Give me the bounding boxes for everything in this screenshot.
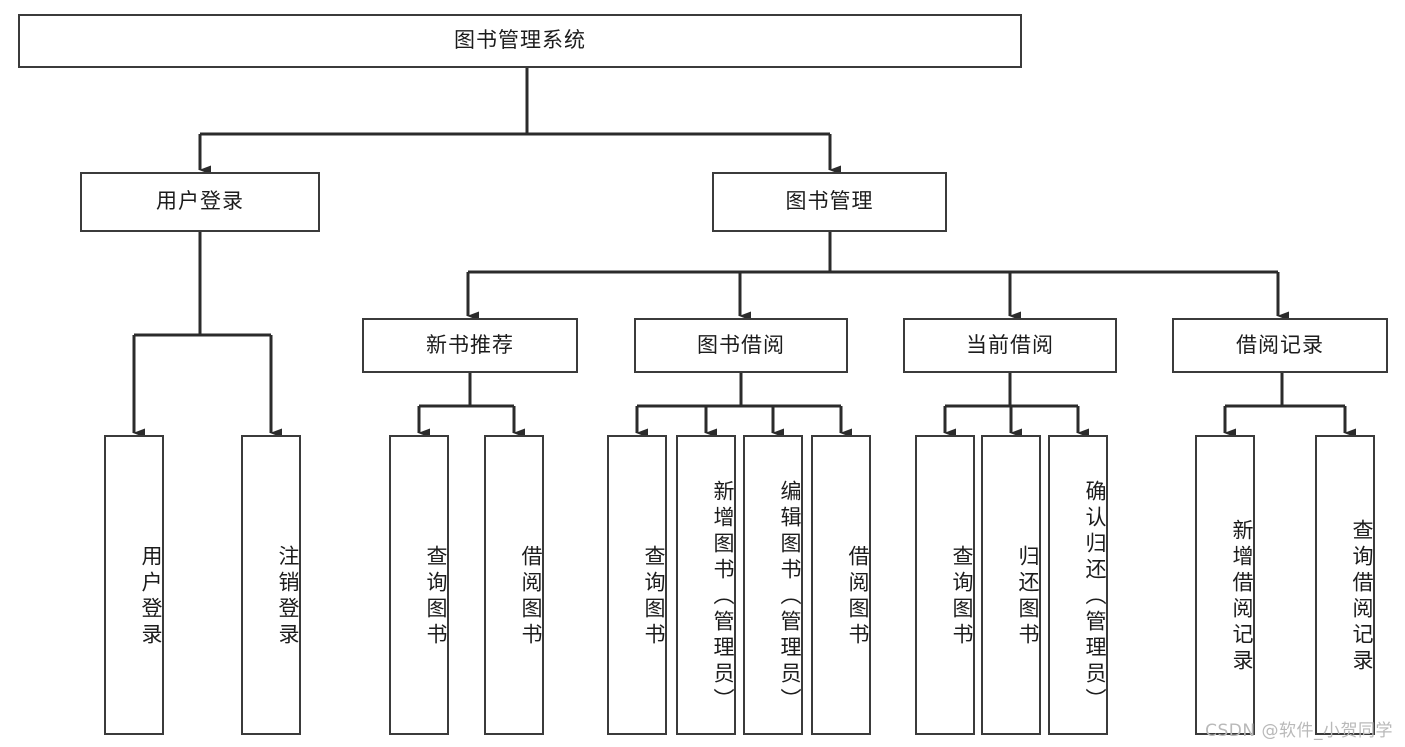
node-leaf-query-book-1[interactable]: 查询图书	[389, 435, 449, 735]
node-label: 注销登录	[276, 545, 300, 649]
node-leaf-user-login[interactable]: 用户登录	[104, 435, 164, 735]
node-label: 图书管理	[785, 189, 874, 214]
node-user-login[interactable]: 用户登录	[80, 172, 320, 232]
node-leaf-confirm-return[interactable]: 确认归还（管理员）	[1048, 435, 1108, 735]
node-label: 图书借阅	[697, 332, 785, 357]
node-book-manage[interactable]: 图书管理	[712, 172, 947, 232]
node-label: 图书管理系统	[454, 28, 586, 53]
node-leaf-add-book[interactable]: 新增图书（管理员）	[676, 435, 736, 735]
node-leaf-return-book[interactable]: 归还图书	[981, 435, 1041, 735]
node-label: 新增图书（管理员）	[711, 480, 735, 714]
node-leaf-query-book-2[interactable]: 查询图书	[607, 435, 667, 735]
node-leaf-add-record[interactable]: 新增借阅记录	[1195, 435, 1255, 735]
node-current-borrow[interactable]: 当前借阅	[903, 318, 1117, 373]
watermark: CSDN @软件_小贺同学	[1205, 721, 1393, 741]
node-label: 新增借阅记录	[1230, 519, 1254, 675]
node-root[interactable]: 图书管理系统	[18, 14, 1022, 68]
node-label: 用户登录	[156, 189, 244, 214]
node-label: 查询图书	[424, 545, 448, 649]
node-leaf-logout[interactable]: 注销登录	[241, 435, 301, 735]
node-label: 查询图书	[950, 545, 974, 649]
node-new-book-recommend[interactable]: 新书推荐	[362, 318, 578, 373]
node-leaf-query-record[interactable]: 查询借阅记录	[1315, 435, 1375, 735]
node-label: 借阅图书	[519, 545, 543, 649]
node-label: 新书推荐	[426, 332, 514, 357]
node-label: 用户登录	[139, 545, 163, 649]
node-leaf-edit-book[interactable]: 编辑图书（管理员）	[743, 435, 803, 735]
node-label: 借阅图书	[846, 545, 870, 649]
node-leaf-borrow-book-2[interactable]: 借阅图书	[811, 435, 871, 735]
edge-group	[132, 68, 1356, 438]
node-label: 确认归还（管理员）	[1083, 480, 1107, 714]
node-label: 查询借阅记录	[1350, 519, 1374, 675]
node-label: 编辑图书（管理员）	[778, 480, 802, 714]
node-label: 归还图书	[1016, 545, 1040, 649]
node-label: 借阅记录	[1236, 332, 1324, 357]
node-book-borrow[interactable]: 图书借阅	[634, 318, 848, 373]
node-leaf-borrow-book-1[interactable]: 借阅图书	[484, 435, 544, 735]
node-borrow-record[interactable]: 借阅记录	[1172, 318, 1388, 373]
node-leaf-query-book-3[interactable]: 查询图书	[915, 435, 975, 735]
node-label: 当前借阅	[966, 332, 1054, 357]
node-label: 查询图书	[642, 545, 666, 649]
